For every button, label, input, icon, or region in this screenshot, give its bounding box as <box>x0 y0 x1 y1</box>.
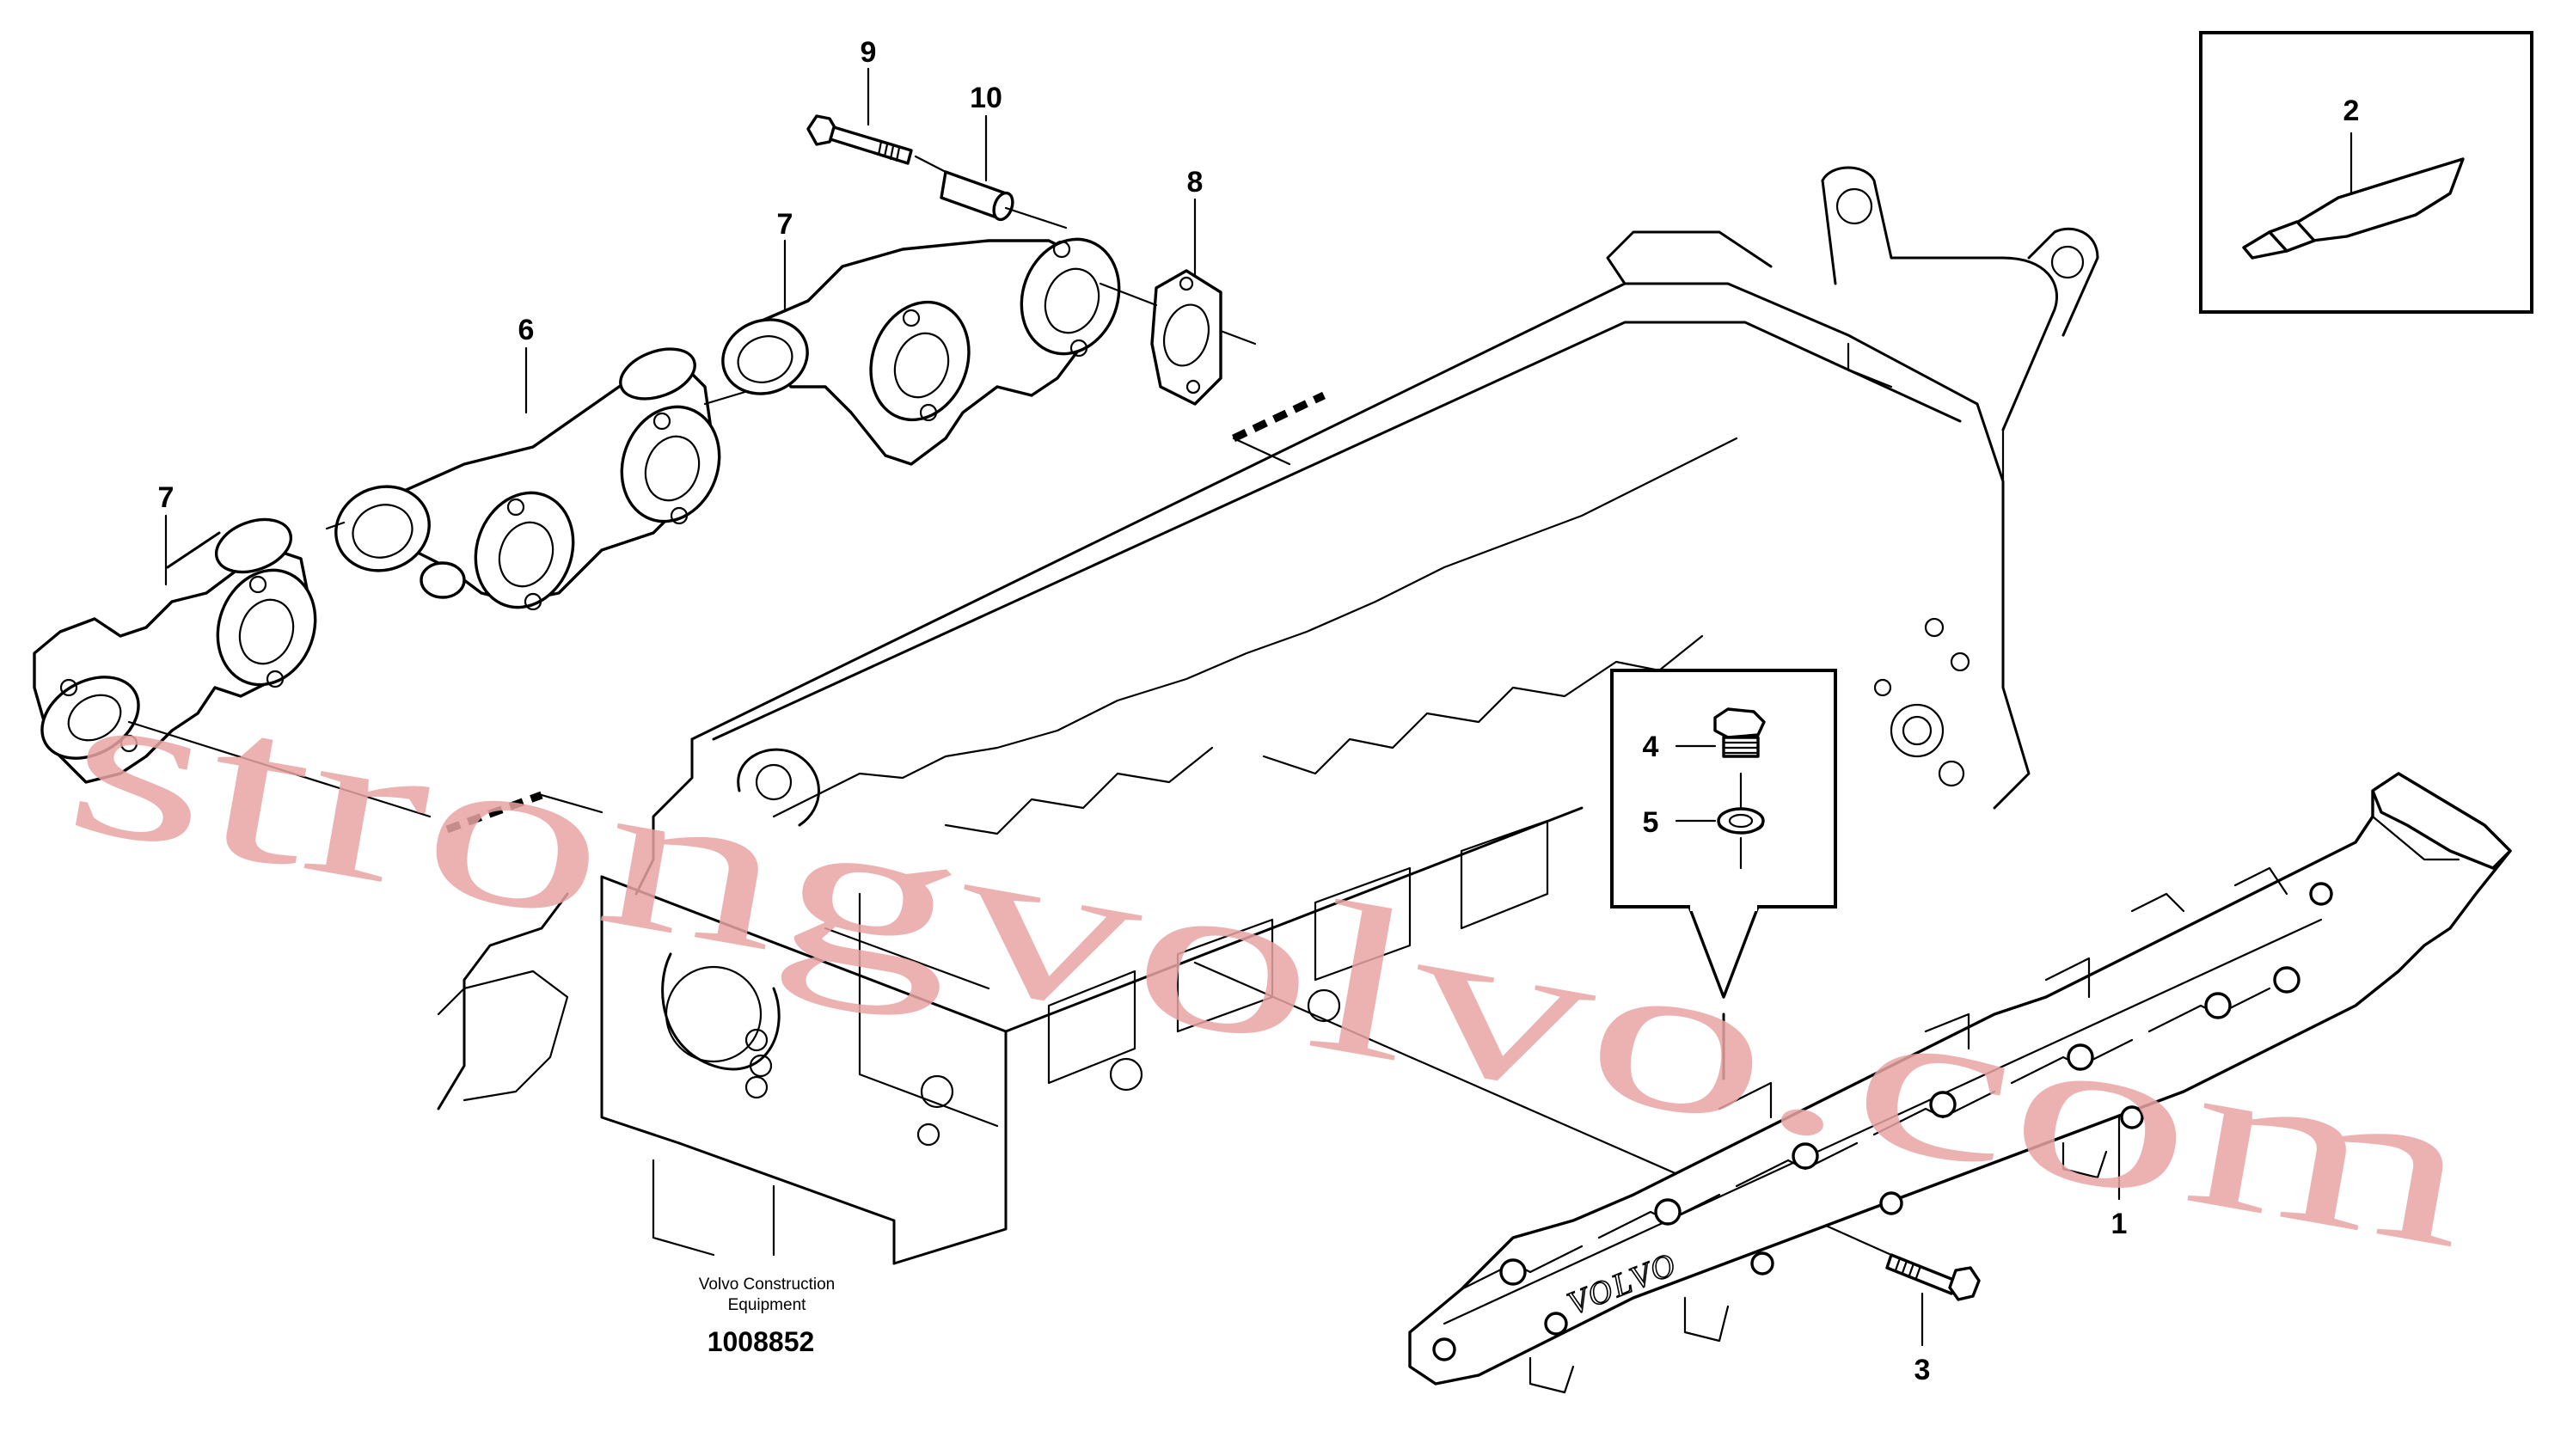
callout-5: 5 <box>1643 806 1659 839</box>
exhaust-pipe-front <box>33 517 317 784</box>
spacer-sleeve <box>940 170 1014 222</box>
exhaust-pipe-middle <box>334 347 721 611</box>
caption-line-1: Volvo Construction <box>699 1276 835 1294</box>
callout-6: 6 <box>518 314 535 346</box>
callout-7-rear: 7 <box>777 208 793 241</box>
callout-10: 10 <box>970 82 1002 114</box>
callout-leaders <box>164 67 2121 1347</box>
callout-2: 2 <box>2343 95 2360 127</box>
sealing-washer <box>1717 807 1765 835</box>
sealant-tube <box>2242 157 2465 260</box>
manifold-bolt <box>1885 1253 1981 1301</box>
callout-numbers: 9 10 8 7 6 7 2 4 5 1 3 <box>158 36 2360 1386</box>
exhaust-pipe-rear <box>721 237 1121 466</box>
drain-plug <box>1713 707 1766 758</box>
callout-3: 3 <box>1914 1354 1931 1386</box>
callout-8: 8 <box>1187 166 1204 199</box>
diagram-caption: Volvo Construction Equipment 1008852 <box>699 1276 835 1357</box>
caption-line-2: Equipment <box>728 1296 807 1314</box>
figure-number: 1008852 <box>708 1326 815 1357</box>
callout-1: 1 <box>2111 1208 2128 1240</box>
flange-gasket <box>1150 269 1222 406</box>
plug-detail-box <box>1610 669 1837 1080</box>
callout-7-front: 7 <box>158 481 175 514</box>
sealant-tube-box <box>2199 31 2533 314</box>
callout-4: 4 <box>1643 731 1659 763</box>
mounting-bolt-long <box>806 114 913 165</box>
callout-9: 9 <box>861 36 877 69</box>
